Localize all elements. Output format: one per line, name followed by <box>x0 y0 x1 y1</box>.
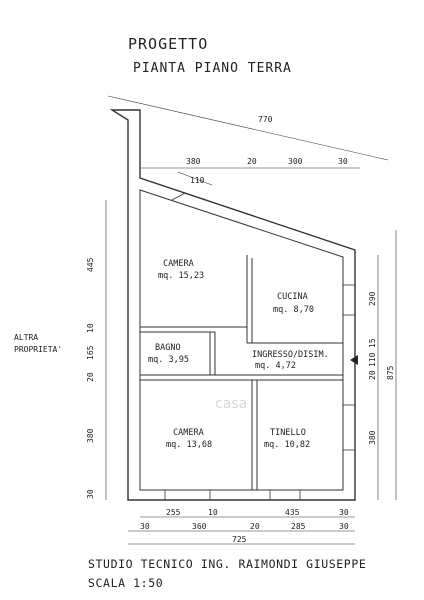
dim-top-3: 300 <box>288 157 303 166</box>
dim-right-3: 110 <box>368 352 377 367</box>
room-camera-top-name: CAMERA <box>163 259 194 269</box>
dim-left-5: 380 <box>86 428 95 443</box>
plan-subtitle: PIANTA PIANO TERRA <box>133 61 292 76</box>
room-ingresso-name: INGRESSO/DISIM. <box>252 350 329 360</box>
dim-right-1: 290 <box>368 291 377 306</box>
dim-top-2: 20 <box>247 157 257 166</box>
dim-top-4: 30 <box>338 157 348 166</box>
dim-left-1: 445 <box>86 257 95 272</box>
outer-wall <box>109 109 356 501</box>
dim-bottom-4: 285 <box>291 522 306 531</box>
plan-title: PROGETTO <box>128 35 209 53</box>
scale-label: SCALA 1:50 <box>88 576 164 590</box>
room-tinello-name: TINELLO <box>270 428 306 438</box>
dim-right-5: 380 <box>368 430 377 445</box>
room-bagno-area: mq. 3,95 <box>148 355 189 365</box>
dim-bottom-1: 30 <box>140 522 150 531</box>
dim-right-2: 15 <box>368 338 377 348</box>
room-tinello-area: mq. 10,82 <box>264 440 311 450</box>
room-ingresso-area: mq. 4,72 <box>255 361 296 371</box>
dim-bottom-inner-1: 255 <box>166 508 181 517</box>
room-cucina-area: mq. 8,70 <box>273 305 314 315</box>
room-camera-bottom-area: mq. 13,68 <box>166 440 213 450</box>
room-cucina-name: CUCINA <box>277 292 308 302</box>
inner-wall-line <box>139 189 344 491</box>
room-bagno-name: BAGNO <box>155 343 181 353</box>
dim-top-1: 380 <box>186 157 201 166</box>
room-camera-top-area: mq. 15,23 <box>158 271 205 281</box>
dim-bottom-total: 725 <box>232 535 247 544</box>
dim-left-3: 165 <box>86 345 95 360</box>
entrance-arrow <box>350 355 358 365</box>
dim-bottom-5: 30 <box>339 522 349 531</box>
dim-diagonal-total: 770 <box>258 115 273 124</box>
dim-bottom-3: 20 <box>250 522 260 531</box>
dim-bottom-inner-3: 435 <box>285 508 300 517</box>
dim-right-total: 875 <box>386 365 395 380</box>
dim-window-top: 110 <box>190 176 205 185</box>
neighbor-label-1: ALTRA <box>14 333 39 342</box>
room-camera-bottom-name: CAMERA <box>173 428 204 438</box>
dim-left-2: 10 <box>86 323 95 333</box>
studio-name: STUDIO TECNICO ING. RAIMONDI GIUSEPPE <box>88 557 367 571</box>
dim-left-6: 30 <box>86 489 95 499</box>
dim-bottom-inner-2: 10 <box>208 508 218 517</box>
neighbor-label-2: PROPRIETA' <box>14 345 63 354</box>
dim-bottom-inner-4: 30 <box>339 508 349 517</box>
dim-left-4: 20 <box>86 372 95 382</box>
watermark-text: casa <box>215 396 248 412</box>
dim-bottom-2: 360 <box>192 522 207 531</box>
dim-right-4: 20 <box>368 370 377 380</box>
